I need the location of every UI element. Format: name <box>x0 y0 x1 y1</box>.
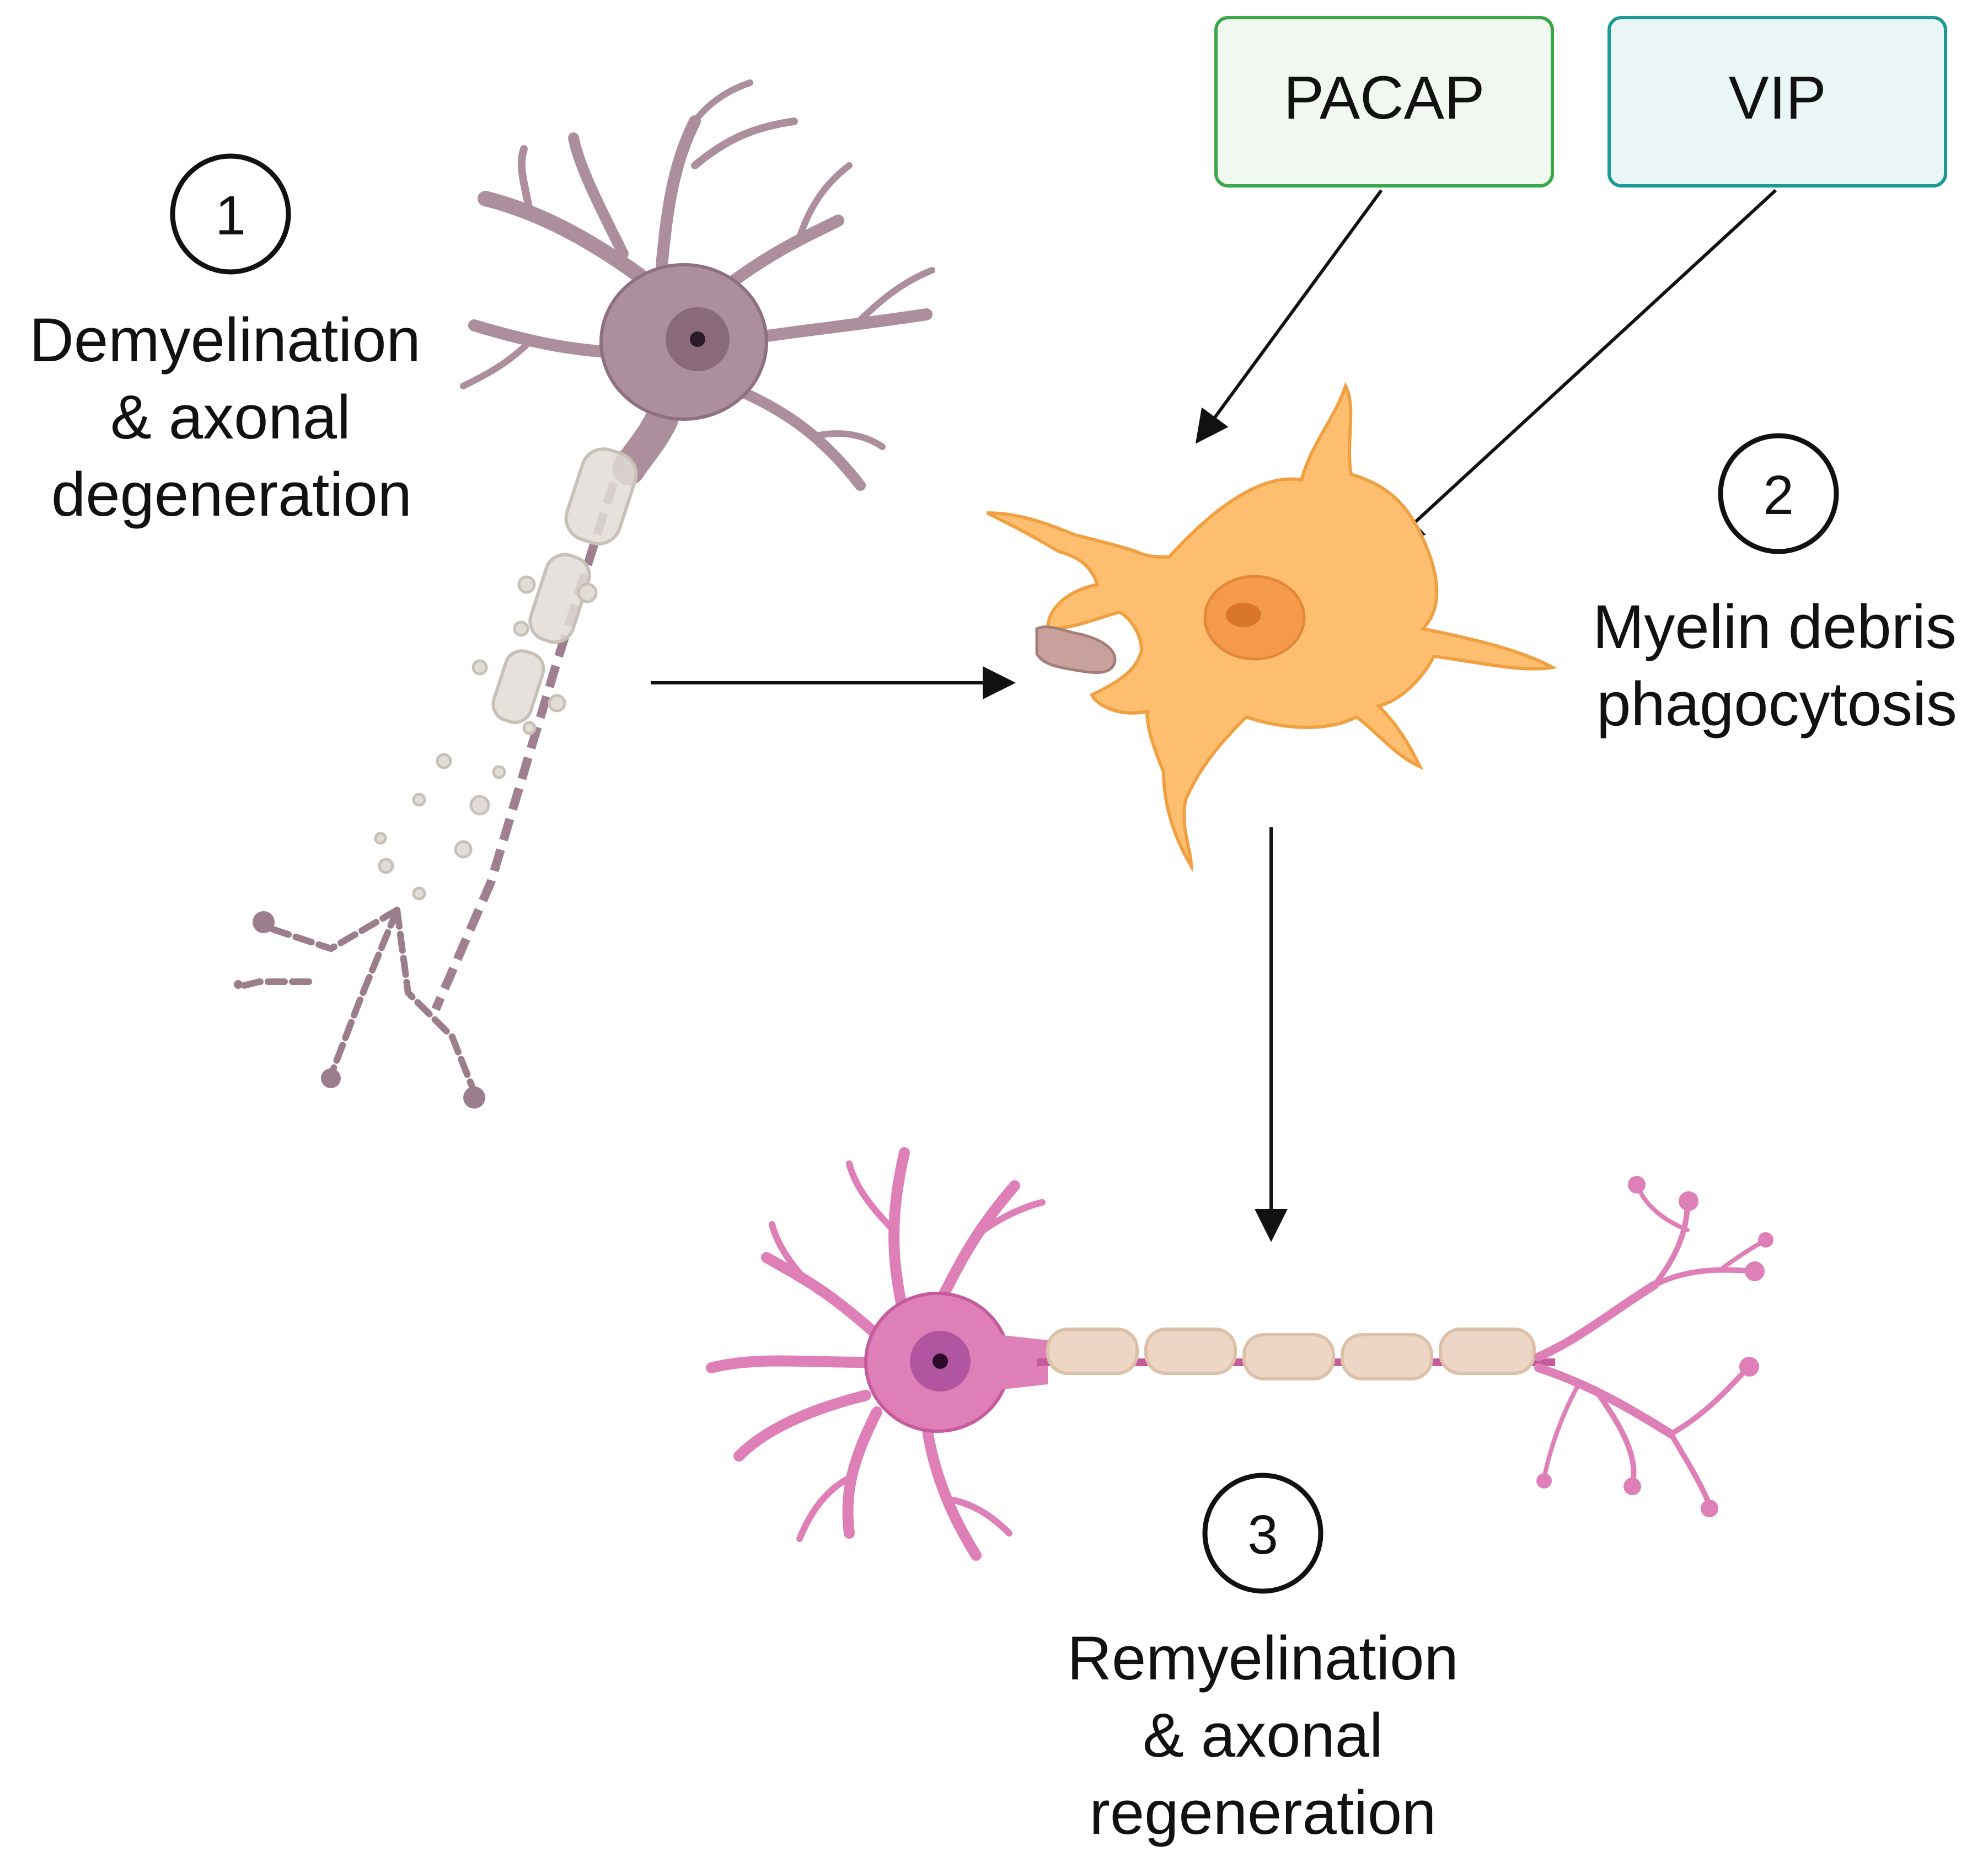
healthy-neuron-nucleolus <box>933 1353 948 1369</box>
healthy-axon-terminals <box>1534 1184 1767 1508</box>
healthy-myelin-sheath <box>1046 1328 1536 1380</box>
pacap-box: PACAP <box>1214 16 1554 188</box>
healthy-neuron-dendrites <box>706 1147 1046 1561</box>
step-3-text-line-1: Remyelination <box>1067 1624 1459 1693</box>
step-2-number: 2 <box>1763 464 1794 526</box>
vip-box-frame <box>1607 16 1947 188</box>
myelin-debris-fragments <box>374 575 598 901</box>
pacap-to-microglia-arrow <box>1195 189 1383 444</box>
degenerating-axon <box>431 451 628 1012</box>
step-2-circle <box>1718 433 1839 554</box>
step-2-text-line-2: phagocytosis <box>1596 670 1957 738</box>
step-3-text-line-2: & axonal <box>1143 1701 1383 1770</box>
pacap-box-frame <box>1214 16 1554 188</box>
degenerating-neuron-nucleolus <box>690 331 705 347</box>
step-2-text-line-1: Myelin debris <box>1593 592 1957 661</box>
step-3: 3 Remyelination & axonal regeneration <box>1067 1473 1459 1847</box>
step-2: 2 Myelin debris phagocytosis <box>1593 433 1957 738</box>
step-1-circle <box>170 153 291 275</box>
axon-hillock <box>998 1335 1048 1390</box>
engulfed-myelin-debris <box>1035 625 1117 674</box>
healthy-neuron-illustration <box>706 1147 1773 1561</box>
healthy-terminal-bulbs <box>1536 1176 1773 1517</box>
step-1-text-line-2: & axonal <box>110 383 351 452</box>
pacap-label: PACAP <box>1284 64 1485 132</box>
vip-label: VIP <box>1728 64 1826 132</box>
step-1-text-line-1: Demyelination <box>29 306 421 374</box>
degenerating-terminal-bulbs <box>234 911 485 1109</box>
step-1: 1 Demyelination & axonal degeneration <box>29 153 421 529</box>
microglia-nucleolus <box>1226 603 1261 627</box>
degenerating-neuron-illustration <box>234 79 935 1109</box>
step-3-number: 3 <box>1247 1504 1278 1566</box>
step-3-circle <box>1202 1473 1323 1594</box>
step-1-number: 1 <box>215 185 246 247</box>
vip-box: VIP <box>1607 16 1947 188</box>
step-1-text-line-3: degeneration <box>51 460 412 529</box>
degenerating-myelin-segments <box>491 447 638 724</box>
step-3-text-line-3: regeneration <box>1090 1778 1437 1847</box>
degenerating-axon-terminals <box>234 907 478 1095</box>
vip-to-microglia-arrow <box>1390 189 1777 545</box>
microglia-illustration <box>986 382 1557 872</box>
